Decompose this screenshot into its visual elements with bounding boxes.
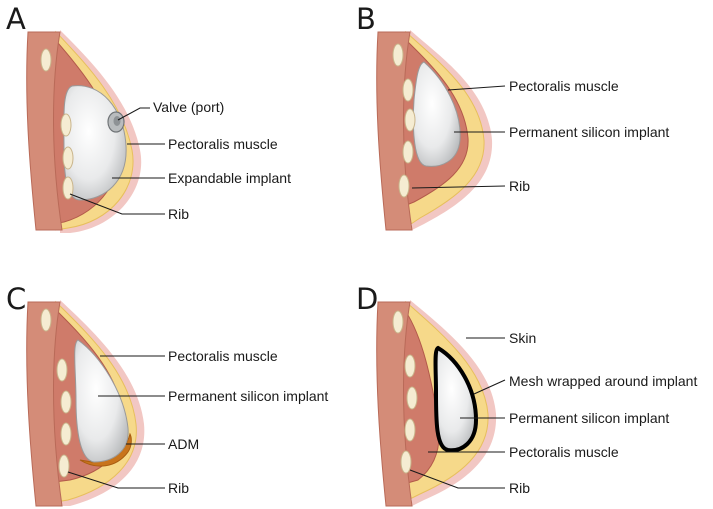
leader-rib-c bbox=[67, 471, 165, 489]
rib-b-4 bbox=[402, 140, 414, 164]
rib-b-3 bbox=[404, 108, 416, 132]
panel-c: C Pectoralis muscle Permanent silicon im… bbox=[6, 282, 328, 507]
panel-letter-c: C bbox=[6, 282, 26, 316]
rib-c-3 bbox=[60, 390, 72, 414]
silicon-implant-b bbox=[412, 61, 461, 167]
rib-a-1 bbox=[40, 48, 52, 72]
label-permanent-silicon-implant-b: Permanent silicon implant bbox=[509, 124, 669, 140]
rib-a-2 bbox=[60, 113, 72, 137]
label-permanent-silicon-implant-c: Permanent silicon implant bbox=[168, 388, 328, 404]
panel-a: A Valve (port) Pectoralis muscle Expanda… bbox=[6, 2, 291, 233]
label-pectoralis-muscle-a: Pectoralis muscle bbox=[168, 136, 278, 152]
label-rib-c: Rib bbox=[168, 480, 189, 496]
label-permanent-silicon-implant-d: Permanent silicon implant bbox=[509, 410, 669, 426]
panel-b: B Pectoralis muscle Permanent silicon im… bbox=[356, 2, 669, 231]
label-expandable-implant: Expandable implant bbox=[168, 170, 291, 186]
leader-rib-d bbox=[409, 469, 505, 489]
rib-d-3 bbox=[406, 386, 418, 410]
rib-c-2 bbox=[56, 358, 68, 382]
rib-c-1 bbox=[40, 308, 52, 332]
rib-a-4 bbox=[62, 176, 74, 200]
label-mesh-wrapped-around-implant: Mesh wrapped around implant bbox=[509, 373, 697, 389]
leader-rib-a bbox=[69, 193, 165, 215]
label-rib-a: Rib bbox=[168, 206, 189, 222]
rib-d-2 bbox=[404, 354, 416, 378]
leader-pectoralis-b bbox=[447, 85, 506, 91]
rib-b-5 bbox=[398, 174, 410, 198]
label-pectoralis-muscle-b: Pectoralis muscle bbox=[509, 78, 619, 94]
mesh-wrap bbox=[433, 345, 479, 453]
panel-letter-a: A bbox=[6, 2, 26, 36]
cross-section-d bbox=[376, 300, 497, 507]
cross-section-a bbox=[26, 30, 142, 233]
rib-a-3 bbox=[62, 146, 74, 170]
panel-d: D Skin Mesh wrapped around implant Perma… bbox=[356, 282, 697, 507]
leader-rib-b bbox=[411, 185, 506, 189]
rib-d-5 bbox=[400, 450, 412, 474]
label-pectoralis-muscle-c: Pectoralis muscle bbox=[168, 348, 278, 364]
rib-c-4 bbox=[60, 422, 72, 446]
label-valve-port: Valve (port) bbox=[153, 99, 224, 115]
silicon-implant-c bbox=[74, 339, 129, 463]
leader-valve bbox=[117, 107, 150, 121]
valve-port-center bbox=[113, 116, 121, 126]
panel-letter-d: D bbox=[356, 282, 378, 316]
label-skin: Skin bbox=[509, 330, 536, 346]
chest-wall-a bbox=[26, 31, 63, 231]
rib-d-4 bbox=[404, 418, 416, 442]
rib-b-1 bbox=[392, 43, 404, 67]
label-pectoralis-muscle-d: Pectoralis muscle bbox=[509, 444, 619, 460]
label-rib-b: Rib bbox=[509, 178, 530, 194]
panel-letter-b: B bbox=[356, 2, 376, 36]
chest-wall-c bbox=[26, 301, 63, 507]
leader-mesh bbox=[473, 379, 506, 395]
cross-section-b bbox=[376, 30, 493, 231]
label-adm: ADM bbox=[168, 436, 199, 452]
label-rib-d: Rib bbox=[509, 480, 530, 496]
rib-d-1 bbox=[392, 310, 404, 334]
rib-c-5 bbox=[58, 454, 70, 478]
rib-b-2 bbox=[402, 78, 414, 102]
cross-section-c bbox=[26, 300, 145, 507]
